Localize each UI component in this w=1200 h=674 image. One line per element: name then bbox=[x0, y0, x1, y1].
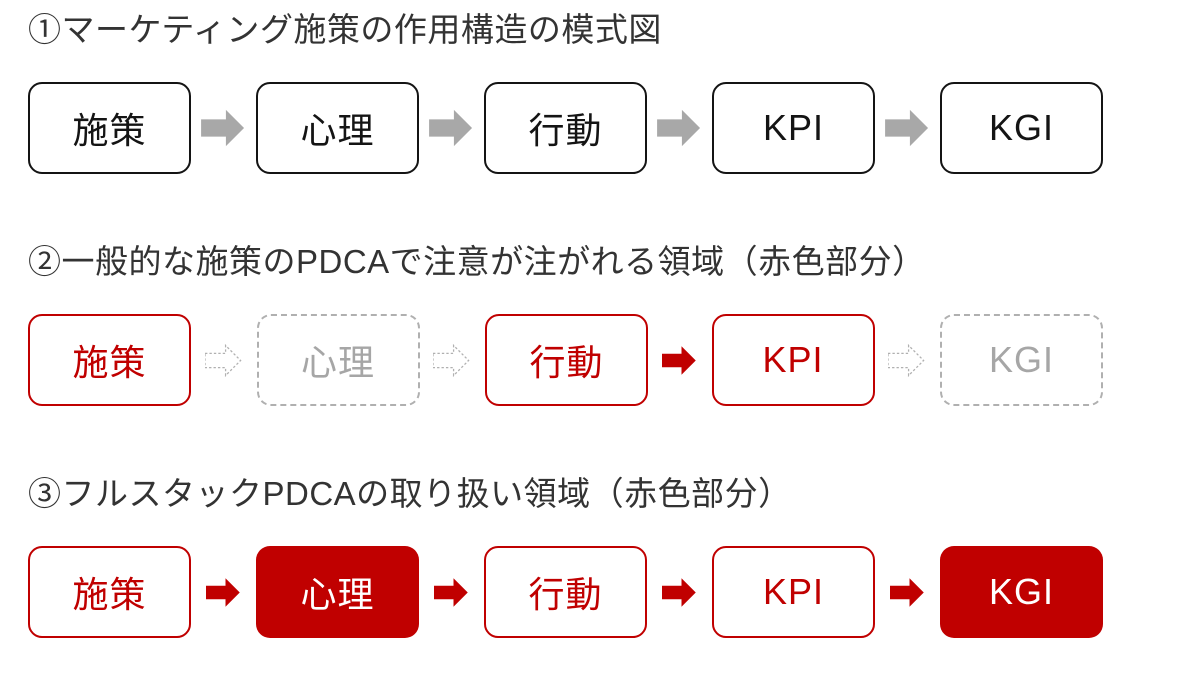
solid-gray-arrow-icon bbox=[428, 109, 472, 147]
solid-red-arrow-icon bbox=[205, 577, 240, 607]
flow-box-outline-red: KPI bbox=[712, 546, 875, 638]
flow-connector bbox=[875, 576, 940, 609]
solid-gray-arrow-icon bbox=[200, 109, 244, 147]
solid-red-arrow-icon bbox=[433, 577, 468, 607]
flow-connector bbox=[419, 576, 484, 609]
flow-box-outline-black: KPI bbox=[712, 82, 875, 174]
flow-connector bbox=[191, 343, 257, 378]
flow-box-outline-red: 行動 bbox=[484, 546, 647, 638]
flow-box-outline-red: KPI bbox=[711, 314, 875, 406]
section-3: ③フルスタックPDCAの取り扱い領域（赤色部分） 施策 心理 行動 KPI KGI bbox=[28, 472, 1200, 638]
flow-box-outline-red: 施策 bbox=[28, 546, 191, 638]
flow-connector bbox=[647, 576, 712, 609]
dashed-outline-arrow-icon bbox=[204, 343, 242, 377]
flow-connector bbox=[191, 576, 256, 609]
flow-box-solid-red: KGI bbox=[940, 546, 1103, 638]
flow-box-solid-red: 心理 bbox=[256, 546, 419, 638]
flow-box-label: KGI bbox=[988, 571, 1054, 612]
flow-box-label: KGI bbox=[988, 339, 1054, 380]
flow-connector bbox=[648, 344, 712, 377]
flow-box-outline-black: 行動 bbox=[484, 82, 647, 174]
flow-box-outline-black: 施策 bbox=[28, 82, 191, 174]
flow-box-label: 行動 bbox=[529, 342, 604, 383]
flow-box-label: KPI bbox=[762, 571, 825, 612]
flow-box-outline-red: 施策 bbox=[28, 314, 191, 406]
flow-connector bbox=[191, 107, 256, 149]
flow-box-dashed-gray: 心理 bbox=[256, 314, 420, 406]
section-2-title: ②一般的な施策のPDCAで注意が注がれる領域（赤色部分） bbox=[28, 243, 926, 280]
flow-box-label: KPI bbox=[762, 107, 825, 148]
flow-box-outline-black: KGI bbox=[940, 82, 1103, 174]
section-2: ②一般的な施策のPDCAで注意が注がれる領域（赤色部分） 施策 心理 行動 KPI KGI bbox=[28, 240, 1200, 406]
flow-box-label: 行動 bbox=[528, 110, 603, 151]
flow-connector bbox=[647, 107, 712, 149]
flow-box-label: 心理 bbox=[300, 574, 375, 615]
section-1-flow-row: 施策 心理 行動 KPI KGI bbox=[28, 82, 1103, 174]
flow-connector bbox=[420, 343, 486, 378]
dashed-outline-arrow-icon bbox=[888, 343, 925, 377]
flow-box-label: 心理 bbox=[300, 342, 375, 383]
section-3-flow-row: 施策 心理 行動 KPI KGI bbox=[28, 546, 1103, 638]
flow-box-outline-red: 行動 bbox=[485, 314, 648, 406]
flow-box-label: 行動 bbox=[528, 574, 603, 615]
flow-connector bbox=[419, 107, 484, 149]
flow-box-outline-black: 心理 bbox=[256, 82, 419, 174]
dashed-outline-arrow-icon bbox=[433, 343, 470, 377]
flow-box-label: 施策 bbox=[72, 574, 147, 615]
flow-box-label: KPI bbox=[762, 339, 824, 380]
solid-gray-arrow-icon bbox=[884, 109, 928, 147]
flow-connector bbox=[875, 107, 940, 149]
solid-gray-arrow-icon bbox=[656, 109, 700, 147]
flow-box-label: 心理 bbox=[300, 110, 375, 151]
solid-red-arrow-icon bbox=[661, 345, 696, 375]
flow-box-label: 施策 bbox=[72, 342, 147, 383]
flow-box-label: KGI bbox=[988, 107, 1054, 148]
section-2-flow-row: 施策 心理 行動 KPI KGI bbox=[28, 314, 1103, 406]
solid-red-arrow-icon bbox=[661, 577, 696, 607]
flow-connector bbox=[875, 343, 941, 378]
section-3-title: ③フルスタックPDCAの取り扱い領域（赤色部分） bbox=[28, 475, 792, 512]
section-1: ①マーケティング施策の作用構造の模式図施策 心理 行動 KPI KGI bbox=[28, 8, 1200, 174]
flow-box-label: 施策 bbox=[72, 110, 147, 151]
flow-box-dashed-gray: KGI bbox=[940, 314, 1103, 406]
section-1-title: ①マーケティング施策の作用構造の模式図 bbox=[28, 11, 662, 48]
solid-red-arrow-icon bbox=[889, 577, 924, 607]
